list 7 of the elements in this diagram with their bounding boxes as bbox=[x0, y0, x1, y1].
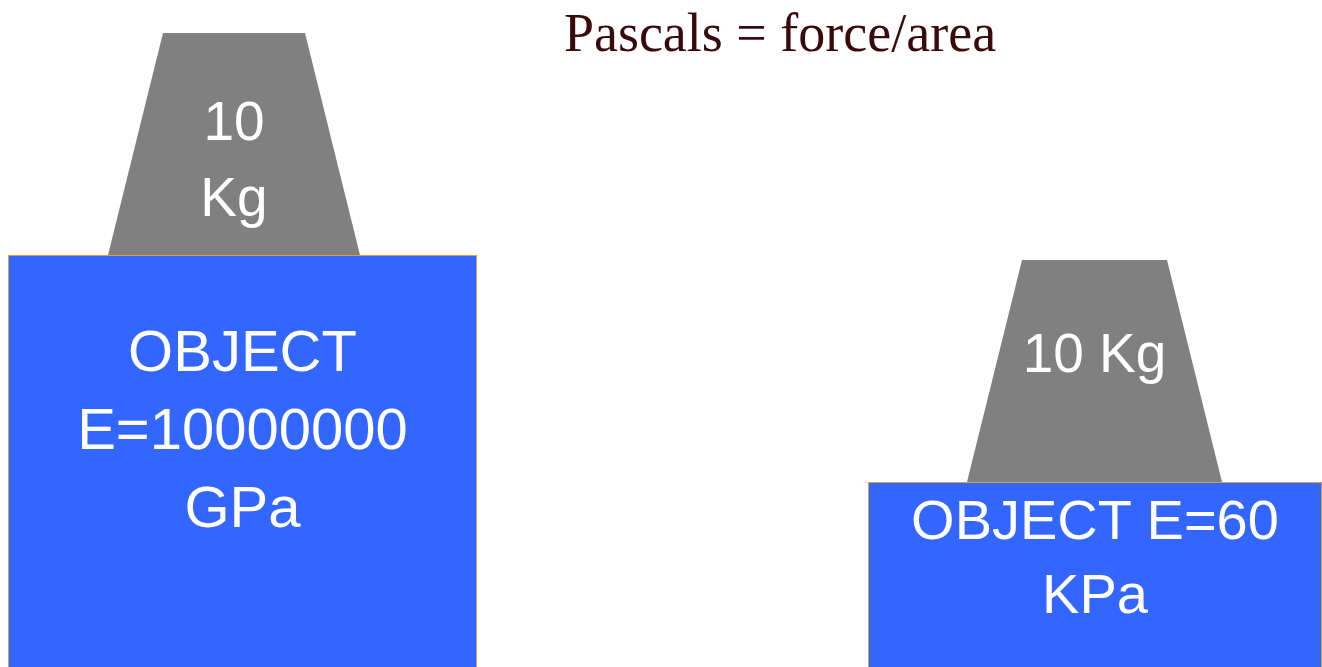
object-label: OBJECT E=10000000 GPa bbox=[76, 317, 409, 541]
title: Pascals = force/area bbox=[562, 2, 998, 64]
object-block bbox=[8, 255, 477, 667]
object-block bbox=[868, 482, 1322, 667]
object-label: OBJECT E=60 KPa bbox=[910, 487, 1280, 627]
weight-label: 10 Kg bbox=[199, 89, 269, 230]
weight-label: 10 Kg bbox=[1021, 321, 1168, 386]
